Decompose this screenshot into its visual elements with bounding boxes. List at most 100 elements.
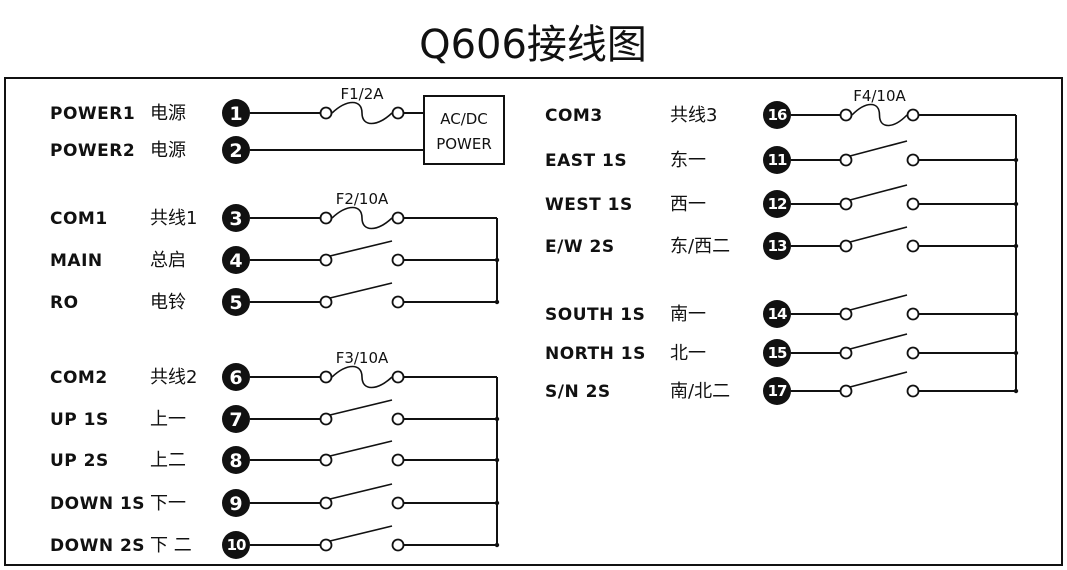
switch-terminal bbox=[319, 412, 333, 426]
terminal-label: UP 1S bbox=[50, 410, 109, 430]
terminal-label: POWER2 bbox=[50, 141, 135, 161]
terminal-number: 4 bbox=[229, 250, 242, 272]
switch-terminal bbox=[839, 153, 853, 167]
switch-terminal bbox=[906, 307, 920, 321]
terminal-number: 11 bbox=[768, 151, 787, 169]
terminal-number-badge bbox=[222, 204, 250, 232]
fuse-terminal bbox=[319, 211, 333, 225]
terminal-label-cn: 下 二 bbox=[150, 535, 192, 556]
switch-terminal bbox=[839, 239, 853, 253]
terminal-label-cn: 东/西二 bbox=[670, 236, 730, 257]
terminal-label-cn: 上一 bbox=[150, 409, 186, 430]
switch-terminal bbox=[319, 538, 333, 552]
switch-contact bbox=[849, 294, 908, 311]
terminal-number: 7 bbox=[229, 409, 242, 431]
switch-contact bbox=[329, 399, 393, 416]
terminal-label: RO bbox=[50, 293, 79, 313]
terminal-number-badge bbox=[222, 99, 250, 127]
switch-terminal bbox=[391, 412, 405, 426]
switch-contact bbox=[329, 240, 393, 257]
fuse-terminal bbox=[391, 370, 405, 384]
terminal-number-badge bbox=[763, 232, 791, 260]
terminal-label: NORTH 1S bbox=[545, 344, 646, 364]
terminal-label-cn: 东一 bbox=[670, 150, 706, 171]
terminal-number: 12 bbox=[768, 195, 787, 213]
switch-terminal bbox=[319, 453, 333, 467]
fuse-terminal bbox=[391, 211, 405, 225]
fuse-element bbox=[331, 365, 393, 389]
fuse-rating: F3/10A bbox=[336, 349, 389, 367]
terminal-label: S/N 2S bbox=[545, 382, 611, 402]
terminal-label: COM2 bbox=[50, 368, 108, 388]
fuse-element bbox=[331, 206, 393, 230]
switch-terminal bbox=[906, 346, 920, 360]
terminal-label-cn: 北一 bbox=[670, 343, 706, 364]
switch-contact bbox=[849, 226, 908, 243]
terminal-number: 8 bbox=[229, 450, 242, 472]
power-supply-label: AC/DC bbox=[440, 110, 488, 128]
power-supply-label: POWER bbox=[436, 135, 492, 153]
switch-terminal bbox=[906, 197, 920, 211]
fuse-terminal bbox=[391, 106, 405, 120]
switch-terminal bbox=[391, 253, 405, 267]
power-supply-box bbox=[423, 95, 505, 165]
switch-terminal bbox=[391, 496, 405, 510]
terminal-number: 5 bbox=[229, 292, 242, 314]
fuse-element bbox=[331, 101, 393, 125]
terminal-number-badge bbox=[763, 101, 791, 129]
terminal-label: WEST 1S bbox=[545, 195, 633, 215]
terminal-number: 15 bbox=[768, 344, 787, 362]
fuse-element bbox=[851, 103, 908, 127]
fuse-rating: F1/2A bbox=[340, 85, 384, 103]
terminal-number-badge bbox=[222, 489, 250, 517]
terminal-number-badge bbox=[222, 288, 250, 316]
fuse-rating: F2/10A bbox=[336, 190, 389, 208]
terminal-label: DOWN 1S bbox=[50, 494, 145, 514]
terminal-label-cn: 电铃 bbox=[150, 292, 186, 313]
terminal-label: MAIN bbox=[50, 251, 103, 271]
switch-terminal bbox=[839, 307, 853, 321]
fuse-terminal bbox=[906, 108, 920, 122]
switch-contact bbox=[329, 483, 393, 500]
diagram-frame bbox=[4, 77, 1063, 566]
terminal-number-badge bbox=[763, 146, 791, 174]
terminal-label: POWER1 bbox=[50, 104, 135, 124]
switch-contact bbox=[849, 184, 908, 201]
terminal-number-badge bbox=[222, 446, 250, 474]
switch-contact bbox=[849, 140, 908, 157]
terminal-number: 16 bbox=[768, 106, 787, 124]
terminal-number-badge bbox=[222, 363, 250, 391]
terminal-number: 6 bbox=[229, 367, 242, 389]
terminal-label-cn: 南/北二 bbox=[670, 381, 730, 402]
terminal-number: 17 bbox=[768, 382, 787, 400]
terminal-number-badge bbox=[222, 531, 250, 559]
fuse-terminal bbox=[839, 108, 853, 122]
switch-contact bbox=[849, 333, 908, 350]
terminal-number-badge bbox=[222, 246, 250, 274]
terminal-label-cn: 上二 bbox=[150, 450, 186, 471]
switch-terminal bbox=[839, 197, 853, 211]
switch-terminal bbox=[391, 295, 405, 309]
terminal-label-cn: 共线2 bbox=[150, 367, 197, 388]
terminal-number: 13 bbox=[768, 237, 787, 255]
diagram-title: Q606接线图 bbox=[419, 22, 647, 68]
terminal-number: 3 bbox=[229, 208, 242, 230]
terminal-number: 10 bbox=[227, 536, 246, 554]
switch-terminal bbox=[319, 253, 333, 267]
terminal-label: UP 2S bbox=[50, 451, 109, 471]
terminal-label: COM3 bbox=[545, 106, 603, 126]
switch-contact bbox=[329, 440, 393, 457]
terminal-label-cn: 南一 bbox=[670, 304, 706, 325]
terminal-number: 14 bbox=[768, 305, 787, 323]
terminal-label: EAST 1S bbox=[545, 151, 627, 171]
terminal-label: E/W 2S bbox=[545, 237, 615, 257]
terminal-label-cn: 西一 bbox=[670, 194, 706, 215]
switch-terminal bbox=[906, 153, 920, 167]
terminal-label-cn: 下一 bbox=[150, 493, 186, 514]
terminal-label-cn: 电源 bbox=[150, 140, 186, 161]
switch-terminal bbox=[391, 453, 405, 467]
terminal-number: 2 bbox=[229, 140, 242, 162]
switch-terminal bbox=[906, 239, 920, 253]
fuse-rating: F4/10A bbox=[853, 87, 906, 105]
